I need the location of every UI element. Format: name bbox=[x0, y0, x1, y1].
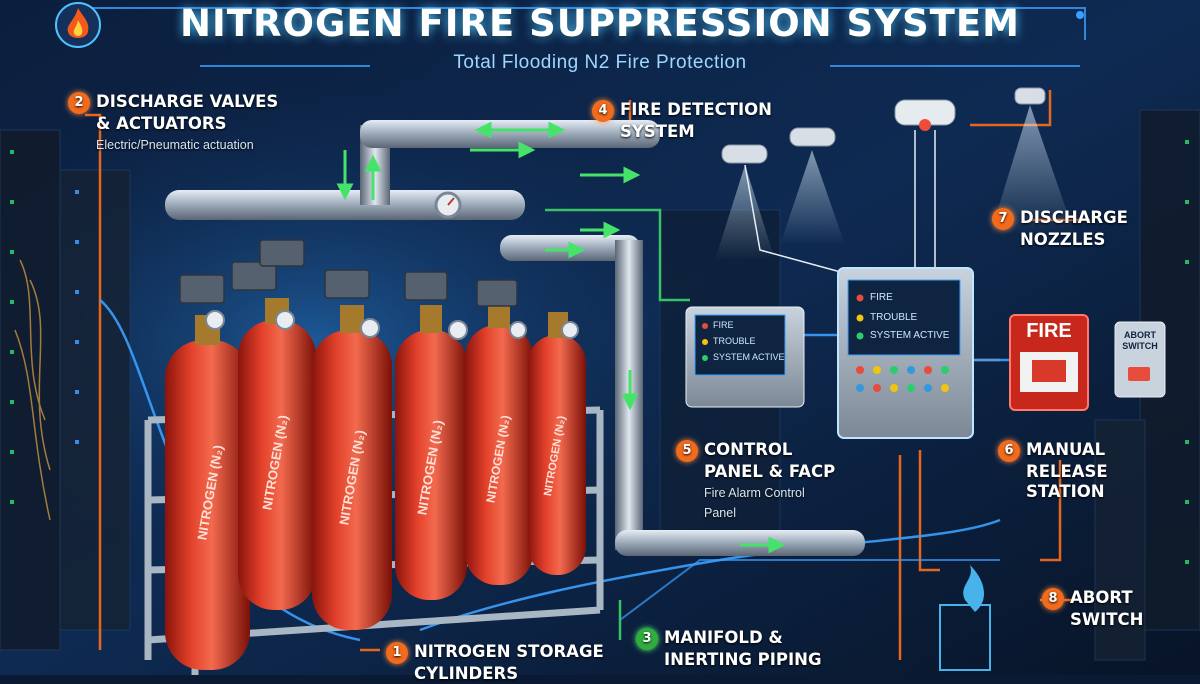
callout-description: Electric/Pneumatic actuation bbox=[96, 138, 254, 152]
abort-box-line: ABORT bbox=[1124, 330, 1156, 340]
callout-title: MANIFOLD & bbox=[664, 628, 783, 647]
cylinder bbox=[528, 312, 586, 575]
callout-title: NOZZLES bbox=[1020, 230, 1106, 249]
callout-title: FIRE DETECTION bbox=[620, 100, 772, 119]
callout-number: 2 bbox=[68, 92, 90, 114]
cylinder bbox=[465, 300, 533, 585]
callout-number: 5 bbox=[676, 440, 698, 462]
callout-title: SYSTEM bbox=[620, 122, 695, 141]
server-racks-left bbox=[0, 129, 131, 651]
manual-release-station bbox=[1009, 314, 1089, 411]
panel-status-active: SYSTEM ACTIVE bbox=[713, 352, 785, 362]
callout-title: NITROGEN STORAGE bbox=[414, 642, 604, 661]
callout-title: STATION bbox=[1026, 482, 1105, 501]
callout-title: PANEL & FACP bbox=[704, 462, 836, 481]
callout-abort-switch: 8 ABORT SWITCH bbox=[1042, 588, 1172, 630]
panel-status-trouble: TROUBLE bbox=[870, 312, 918, 323]
panel-status-fire: FIRE bbox=[870, 292, 893, 303]
callout-description: Panel bbox=[704, 506, 736, 520]
fire-glow bbox=[939, 565, 991, 671]
callout-number: 6 bbox=[998, 440, 1020, 462]
callout-fire-detection: 4 FIRE DETECTION SYSTEM bbox=[592, 100, 812, 142]
cylinder bbox=[395, 305, 467, 600]
abort-switch-box bbox=[1114, 321, 1166, 398]
callout-control-panel: 5 CONTROL PANEL & FACP Fire Alarm Control… bbox=[676, 440, 876, 522]
callout-number: 1 bbox=[386, 642, 408, 664]
callout-manifold-piping: 3 MANIFOLD & INERTING PIPING bbox=[636, 628, 876, 670]
callout-title: CYLINDERS bbox=[414, 664, 519, 683]
panel-status-active: SYSTEM ACTIVE bbox=[870, 330, 950, 341]
smoke-detectors bbox=[721, 87, 1046, 164]
cylinder bbox=[312, 305, 392, 630]
callout-title: MANUAL bbox=[1026, 440, 1106, 459]
callout-number: 8 bbox=[1042, 588, 1064, 610]
callout-title: INERTING PIPING bbox=[664, 650, 822, 669]
callout-title: DISCHARGE VALVES bbox=[96, 92, 279, 111]
callout-title: DISCHARGE bbox=[1020, 208, 1128, 227]
callout-discharge-nozzles: 7 DISCHARGE NOZZLES bbox=[992, 208, 1162, 250]
callout-number: 4 bbox=[592, 100, 614, 122]
callout-title: ABORT bbox=[1070, 588, 1133, 607]
flame-icon bbox=[55, 2, 101, 48]
manual-station-label: FIRE bbox=[1026, 320, 1072, 342]
callout-number: 7 bbox=[992, 208, 1014, 230]
page-subtitle: Total Flooding N2 Fire Protection bbox=[453, 52, 747, 73]
valve-actuators bbox=[179, 239, 518, 307]
callout-title: SWITCH bbox=[1070, 610, 1144, 629]
small-control-panel bbox=[685, 306, 805, 408]
callout-manual-release: 6 MANUAL RELEASE STATION bbox=[998, 440, 1148, 502]
page-title: NITROGEN FIRE SUPPRESSION SYSTEM bbox=[180, 2, 1020, 45]
callout-storage-cylinders: 1 NITROGEN STORAGE CYLINDERS bbox=[386, 642, 646, 684]
main-control-panel bbox=[837, 267, 974, 439]
callout-title: CONTROL bbox=[704, 440, 793, 459]
callout-number: 3 bbox=[636, 628, 658, 650]
callout-title: RELEASE bbox=[1026, 462, 1108, 481]
panel-status-fire: FIRE bbox=[713, 320, 734, 330]
panel-status-trouble: TROUBLE bbox=[713, 336, 756, 346]
abort-box-label: ABORT SWITCH bbox=[1115, 330, 1165, 352]
callout-title: & ACTUATORS bbox=[96, 114, 227, 133]
callout-discharge-valves: 2 DISCHARGE VALVES & ACTUATORS Electric/P… bbox=[68, 92, 368, 154]
callout-description: Fire Alarm Control bbox=[704, 486, 805, 500]
abort-box-line: SWITCH bbox=[1122, 341, 1158, 351]
